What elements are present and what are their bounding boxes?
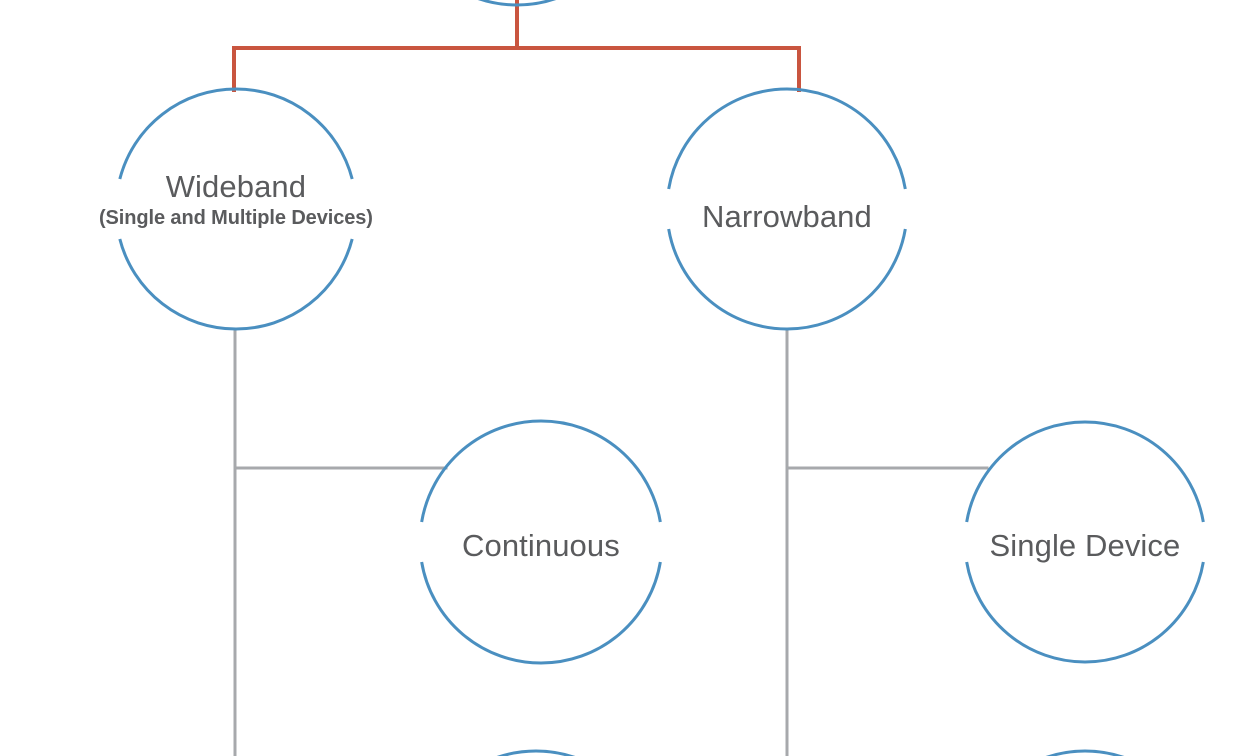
- node-ring-narrowband-child-2: [1045, 749, 1125, 756]
- connectors-layer: [232, 0, 989, 756]
- node-arc-continuous-bottom: [420, 561, 662, 665]
- node-arc-continuous-top: [420, 419, 662, 523]
- node-ring-root: [477, 0, 557, 7]
- node-circle-narrowband: [667, 87, 907, 331]
- node-arc-wideband-top: [118, 87, 354, 180]
- node-circle-continuous: [420, 419, 662, 665]
- node-circle-narrowband-child-2: [1045, 749, 1125, 756]
- node-arc-narrowband-top: [667, 87, 907, 190]
- node-circle-wideband-child-2: [496, 749, 576, 756]
- node-circle-single-device: [965, 420, 1205, 664]
- node-arc-single-device-top: [965, 420, 1205, 523]
- node-circle-wideband: [118, 87, 354, 331]
- node-arc-single-device-bottom: [965, 561, 1205, 664]
- node-arc-narrowband-bottom: [667, 228, 907, 331]
- node-arc-wideband-bottom: [118, 238, 354, 331]
- node-circles-layer: [118, 0, 1205, 756]
- node-circle-root: [477, 0, 557, 7]
- node-ring-wideband-child-2: [496, 749, 576, 756]
